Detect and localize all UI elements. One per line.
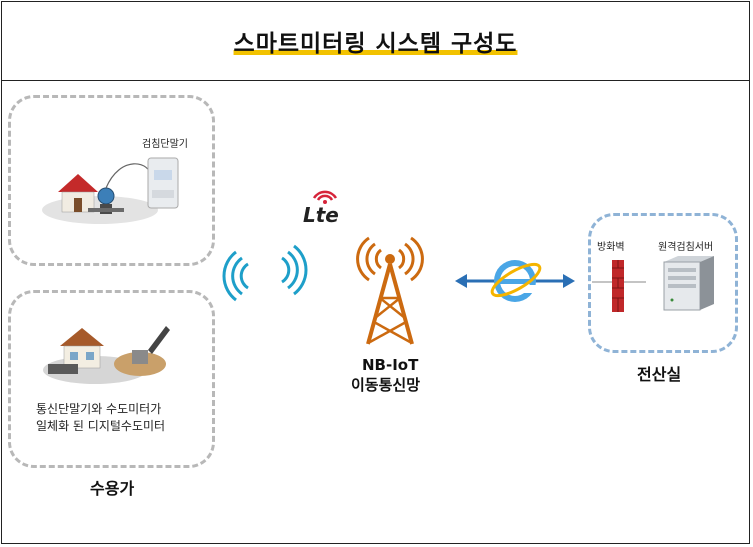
meter-terminal-box — [8, 95, 215, 266]
title-bar: 스마트미터링 시스템 구성도 — [1, 1, 750, 81]
firewall-icon — [592, 260, 646, 312]
customer-section-label: 수용가 — [90, 479, 135, 498]
lte-signal-icon — [312, 190, 338, 204]
tower-label-line1: NB-IoT — [362, 356, 419, 374]
house-meter-terminal-illustration — [42, 157, 179, 224]
digital-meter-caption-line1: 통신단말기와 수도미터가 — [36, 402, 162, 416]
internet-globe-icon — [490, 260, 542, 302]
cell-tower-icon — [356, 236, 424, 345]
digital-meter-house-illustration — [43, 326, 170, 384]
wireless-signal-icon — [222, 244, 308, 302]
datacenter-section-label: 전산실 — [637, 365, 682, 384]
firewall-label: 방화벽 — [597, 242, 625, 253]
diagram-title: 스마트미터링 시스템 구성도 — [233, 30, 518, 57]
server-icon — [663, 256, 714, 311]
digital-meter-caption-line2: 일체화 된 디지털수도미터 — [36, 419, 166, 433]
tower-label-line2: 이동통신망 — [351, 376, 421, 394]
server-label: 원격검침서버 — [658, 242, 714, 253]
lte-logo: Lte — [303, 203, 339, 227]
digital-meter-box — [8, 290, 215, 468]
datacenter-box — [588, 213, 738, 353]
meter-terminal-label: 검침단말기 — [142, 139, 188, 150]
